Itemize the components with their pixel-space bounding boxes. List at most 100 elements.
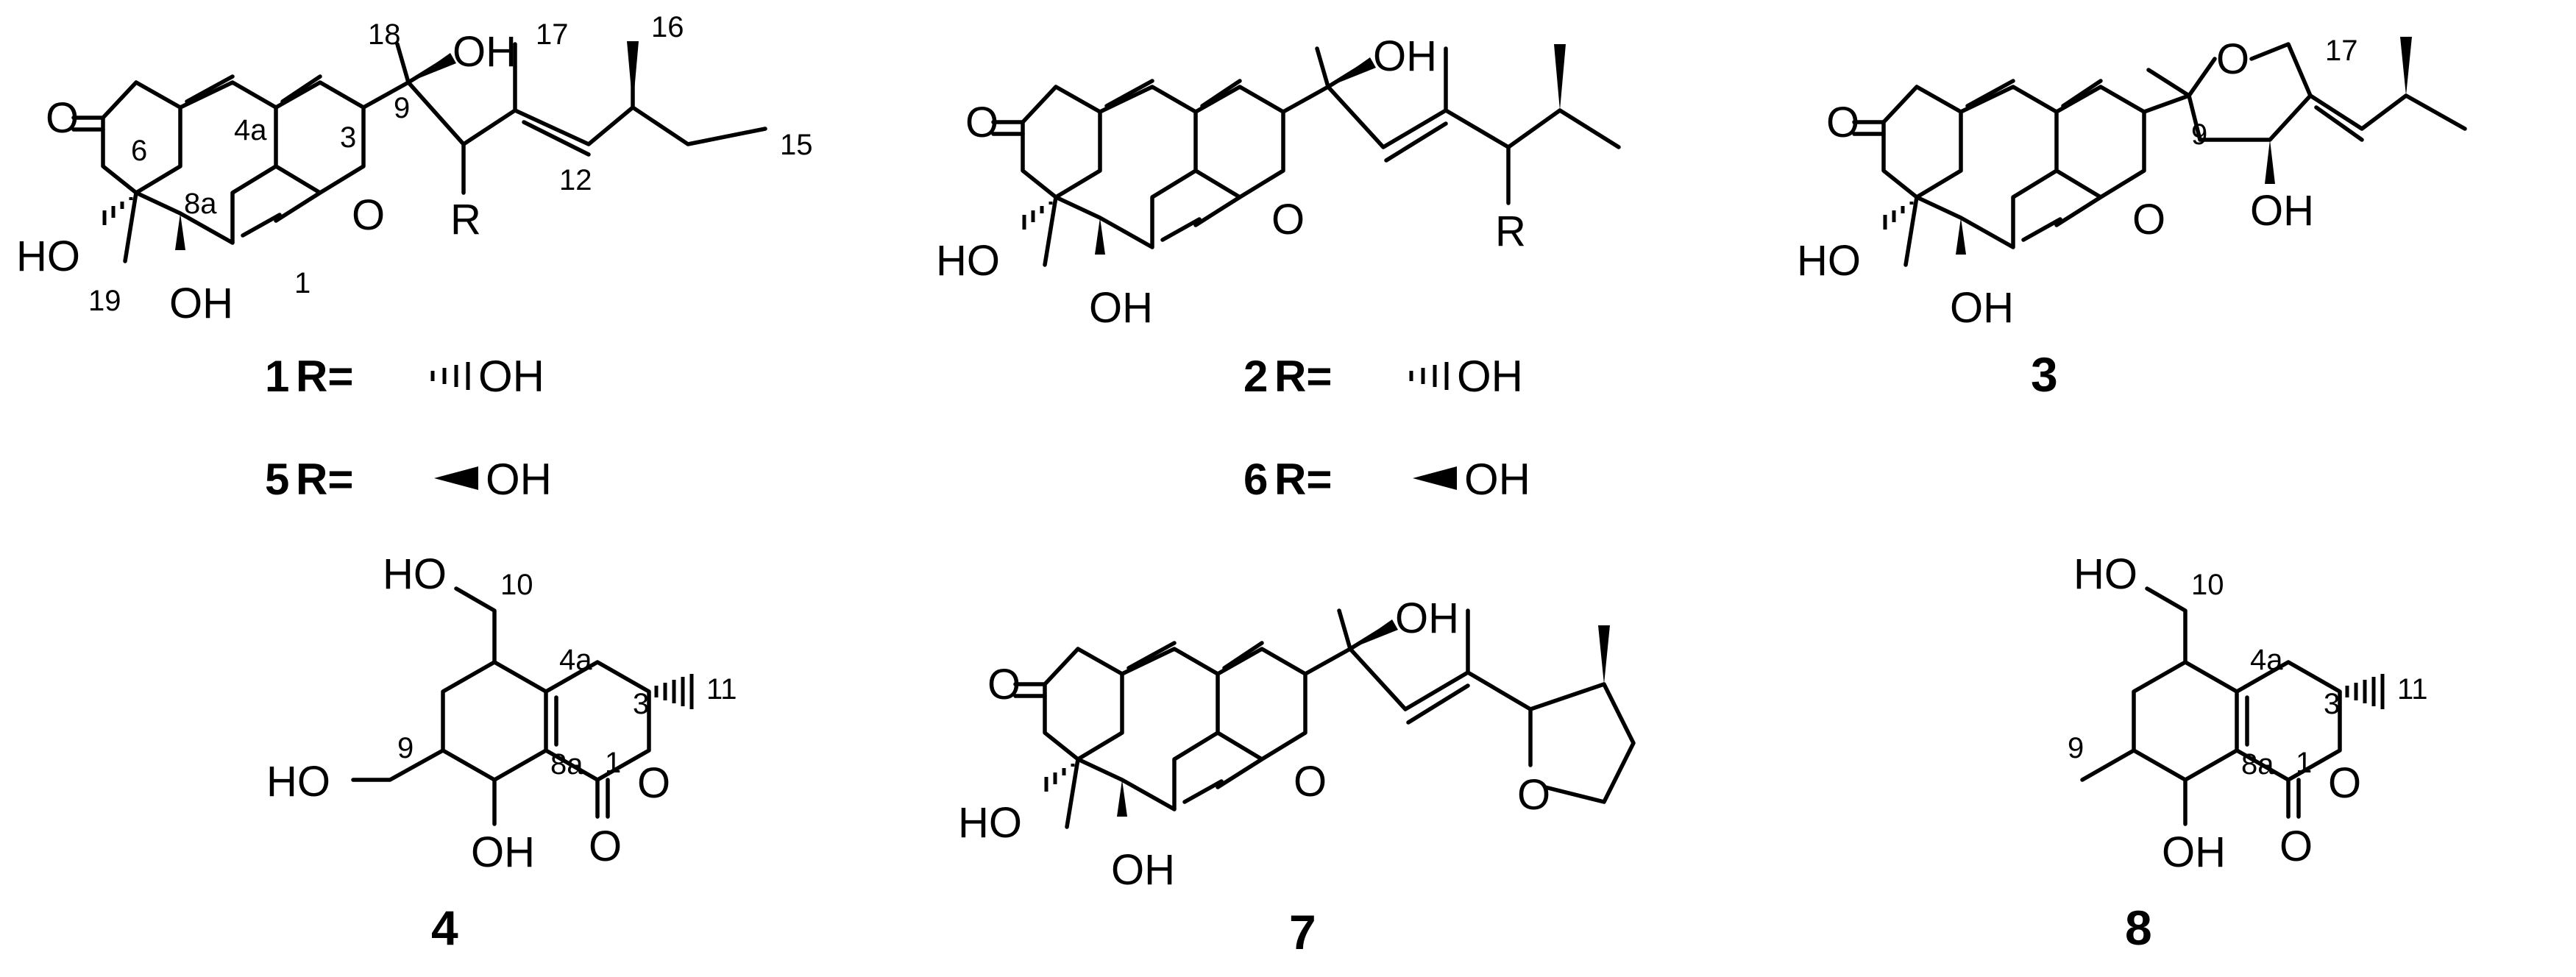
atom-ho-7: HO [936, 237, 1000, 285]
compound-label-8: 8 [2125, 900, 2152, 955]
atom-o-carbonyl: O [46, 94, 79, 142]
locant: 1 [2296, 747, 2312, 779]
atom-o-carbonyl: O [987, 661, 1021, 708]
locant: 11 [706, 673, 737, 706]
atom-o-lactone: O [637, 759, 670, 807]
bond [991, 120, 1025, 136]
compound-label-3: 3 [2031, 347, 2058, 402]
locant: 16 [651, 11, 684, 43]
bond [71, 116, 105, 132]
wedge-bond [1598, 625, 1610, 684]
atom-oh-8: OH [1111, 846, 1175, 894]
bond [2080, 586, 2188, 782]
atom-oh-9: OH [1395, 594, 1459, 642]
bond [492, 778, 610, 826]
wedge-bond [1095, 218, 1105, 255]
r-prefix-2: R= [1274, 352, 1332, 401]
atom-ho-7: HO [16, 232, 80, 280]
bond [1013, 682, 1047, 698]
wedge-bond [1328, 57, 1376, 87]
compound-label-2: 2 [1243, 352, 1268, 401]
atom-o-carbonyl: O [965, 99, 998, 146]
atom-o-thf: O [1517, 771, 1550, 819]
locant: 19 [88, 285, 121, 317]
atom-oh-9: OH [1373, 32, 1437, 80]
bond [123, 191, 138, 263]
locant: 11 [2397, 673, 2428, 706]
atom-o-ring: O [1271, 196, 1305, 244]
wedge-bond [1350, 619, 1398, 649]
bond [1903, 195, 1919, 267]
atom-oh-8: OH [2162, 828, 2226, 876]
hash-bond [1044, 764, 1075, 792]
atom-o-carbonyl: O [589, 823, 622, 870]
atom-ho-10: HO [383, 550, 447, 598]
atom-ho-10: HO [2073, 550, 2137, 598]
hash-bond [1022, 202, 1053, 230]
hash-bond [2345, 674, 2385, 709]
locant: 3 [633, 688, 649, 720]
wedge-bond-r [434, 466, 478, 490]
wedge-bond [1117, 780, 1127, 817]
locant: 1 [605, 747, 621, 779]
atom-r: R [450, 196, 481, 244]
atom-oh-8: OH [1950, 284, 2014, 332]
bond [2132, 660, 2342, 782]
bond [1126, 641, 1264, 804]
structure-compound-2: O OH HO OH O R 2 R= OH 6 R= OH [936, 32, 1621, 504]
r-prefix-5: R= [296, 455, 353, 504]
atom-oh-8: OH [1089, 284, 1153, 332]
structure-compound-7: O OH HO OH O O 7 [958, 594, 1636, 959]
wedge-bond-r [1413, 466, 1457, 490]
atom-o-ring: O [352, 191, 385, 239]
locant: 8a [550, 748, 583, 781]
bond [1104, 79, 1242, 242]
compound-label-5: 5 [265, 455, 289, 504]
locant: 9 [394, 92, 410, 124]
compound-label-1: 1 [265, 352, 289, 401]
wedge-bond [2400, 37, 2412, 96]
bond [1043, 647, 1307, 811]
wedge-bond [408, 53, 456, 82]
compound-label-7: 7 [1289, 905, 1316, 959]
bond [441, 660, 651, 782]
structure-compound-8: HO OH O O 10 9 4a 3 11 8a 1 8 [2068, 550, 2428, 955]
atom-r: R [1495, 207, 1526, 255]
bond [1281, 46, 1621, 163]
bond [1021, 85, 1285, 249]
atom-o-ring: O [1294, 758, 1327, 806]
structure-compound-3: O O OH HO OH O 17 9 3 [1797, 35, 2467, 402]
atom-oh-9: OH [453, 28, 517, 76]
bond [2146, 68, 2191, 98]
atom-oh-8: OH [471, 828, 535, 876]
structure-compound-4: HO HO OH O O 10 9 4a 3 11 8a 1 4 [266, 550, 737, 955]
bond [1852, 120, 1886, 136]
atom-o-lactone: O [2328, 759, 2361, 807]
locant: 8a [2241, 748, 2274, 781]
hash-bond [1883, 202, 1914, 230]
bond [1043, 195, 1058, 267]
locant: 9 [397, 732, 414, 764]
hash-bond-r [1409, 362, 1449, 390]
hash-bond-r [430, 362, 470, 390]
locant: 6 [131, 135, 147, 167]
bond [185, 74, 322, 238]
locant: 4a [234, 114, 267, 146]
locant: 3 [340, 121, 356, 154]
atom-oh-10: OH [2250, 187, 2314, 235]
locant: 17 [536, 18, 569, 51]
atom-o-carbonyl: O [2279, 823, 2313, 870]
atom-ho-9: HO [266, 758, 330, 806]
locant: 10 [2191, 569, 2224, 601]
atom-o-thf: O [2216, 35, 2249, 83]
locant: 9 [2191, 118, 2207, 151]
atom-o-ring: O [2132, 196, 2165, 244]
bond [351, 586, 497, 782]
wedge-bond [1554, 44, 1566, 110]
locant: 1 [294, 267, 311, 299]
locant: 8a [184, 188, 217, 220]
wedge-bond [1956, 218, 1966, 255]
locant: 4a [559, 644, 592, 676]
bond [1065, 757, 1080, 829]
